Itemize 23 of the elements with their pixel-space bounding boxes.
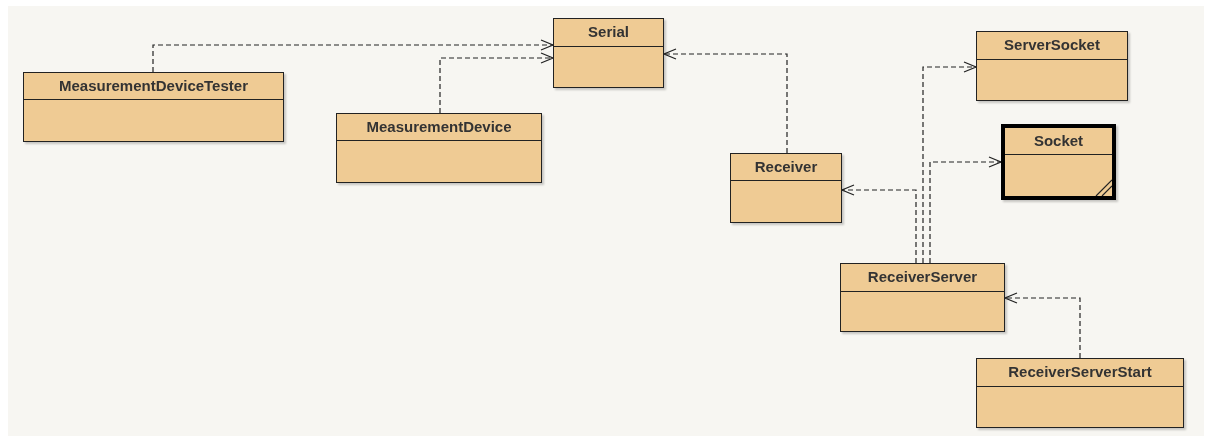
- class-name: ReceiverServerStart: [1008, 362, 1152, 383]
- dependency-arrow: [929, 156, 1002, 264]
- dependency-arrow: [663, 48, 788, 154]
- class-box: [1001, 124, 1116, 200]
- dependency-arrow: [922, 61, 977, 264]
- dependency-arrow: [439, 52, 554, 114]
- dependency-arrow: [841, 184, 917, 264]
- class-name: Receiver: [754, 156, 818, 177]
- class-box: [336, 113, 542, 183]
- class-name: MeasurementDevice: [366, 116, 512, 137]
- class-box: [730, 153, 842, 223]
- class-box: [976, 31, 1128, 101]
- class-box: [553, 18, 664, 88]
- class-box: [23, 72, 284, 142]
- class-name: ServerSocket: [1004, 35, 1100, 56]
- class-name: Serial: [588, 22, 629, 43]
- class-name: ReceiverServer: [867, 267, 978, 288]
- class-box: [976, 358, 1184, 428]
- class-name: MeasurementDeviceTester: [59, 75, 248, 96]
- class-name: Socket: [1033, 130, 1084, 151]
- dependency-arrow: [1004, 292, 1081, 359]
- class-box: [840, 263, 1005, 332]
- dependency-arrow: [152, 39, 554, 73]
